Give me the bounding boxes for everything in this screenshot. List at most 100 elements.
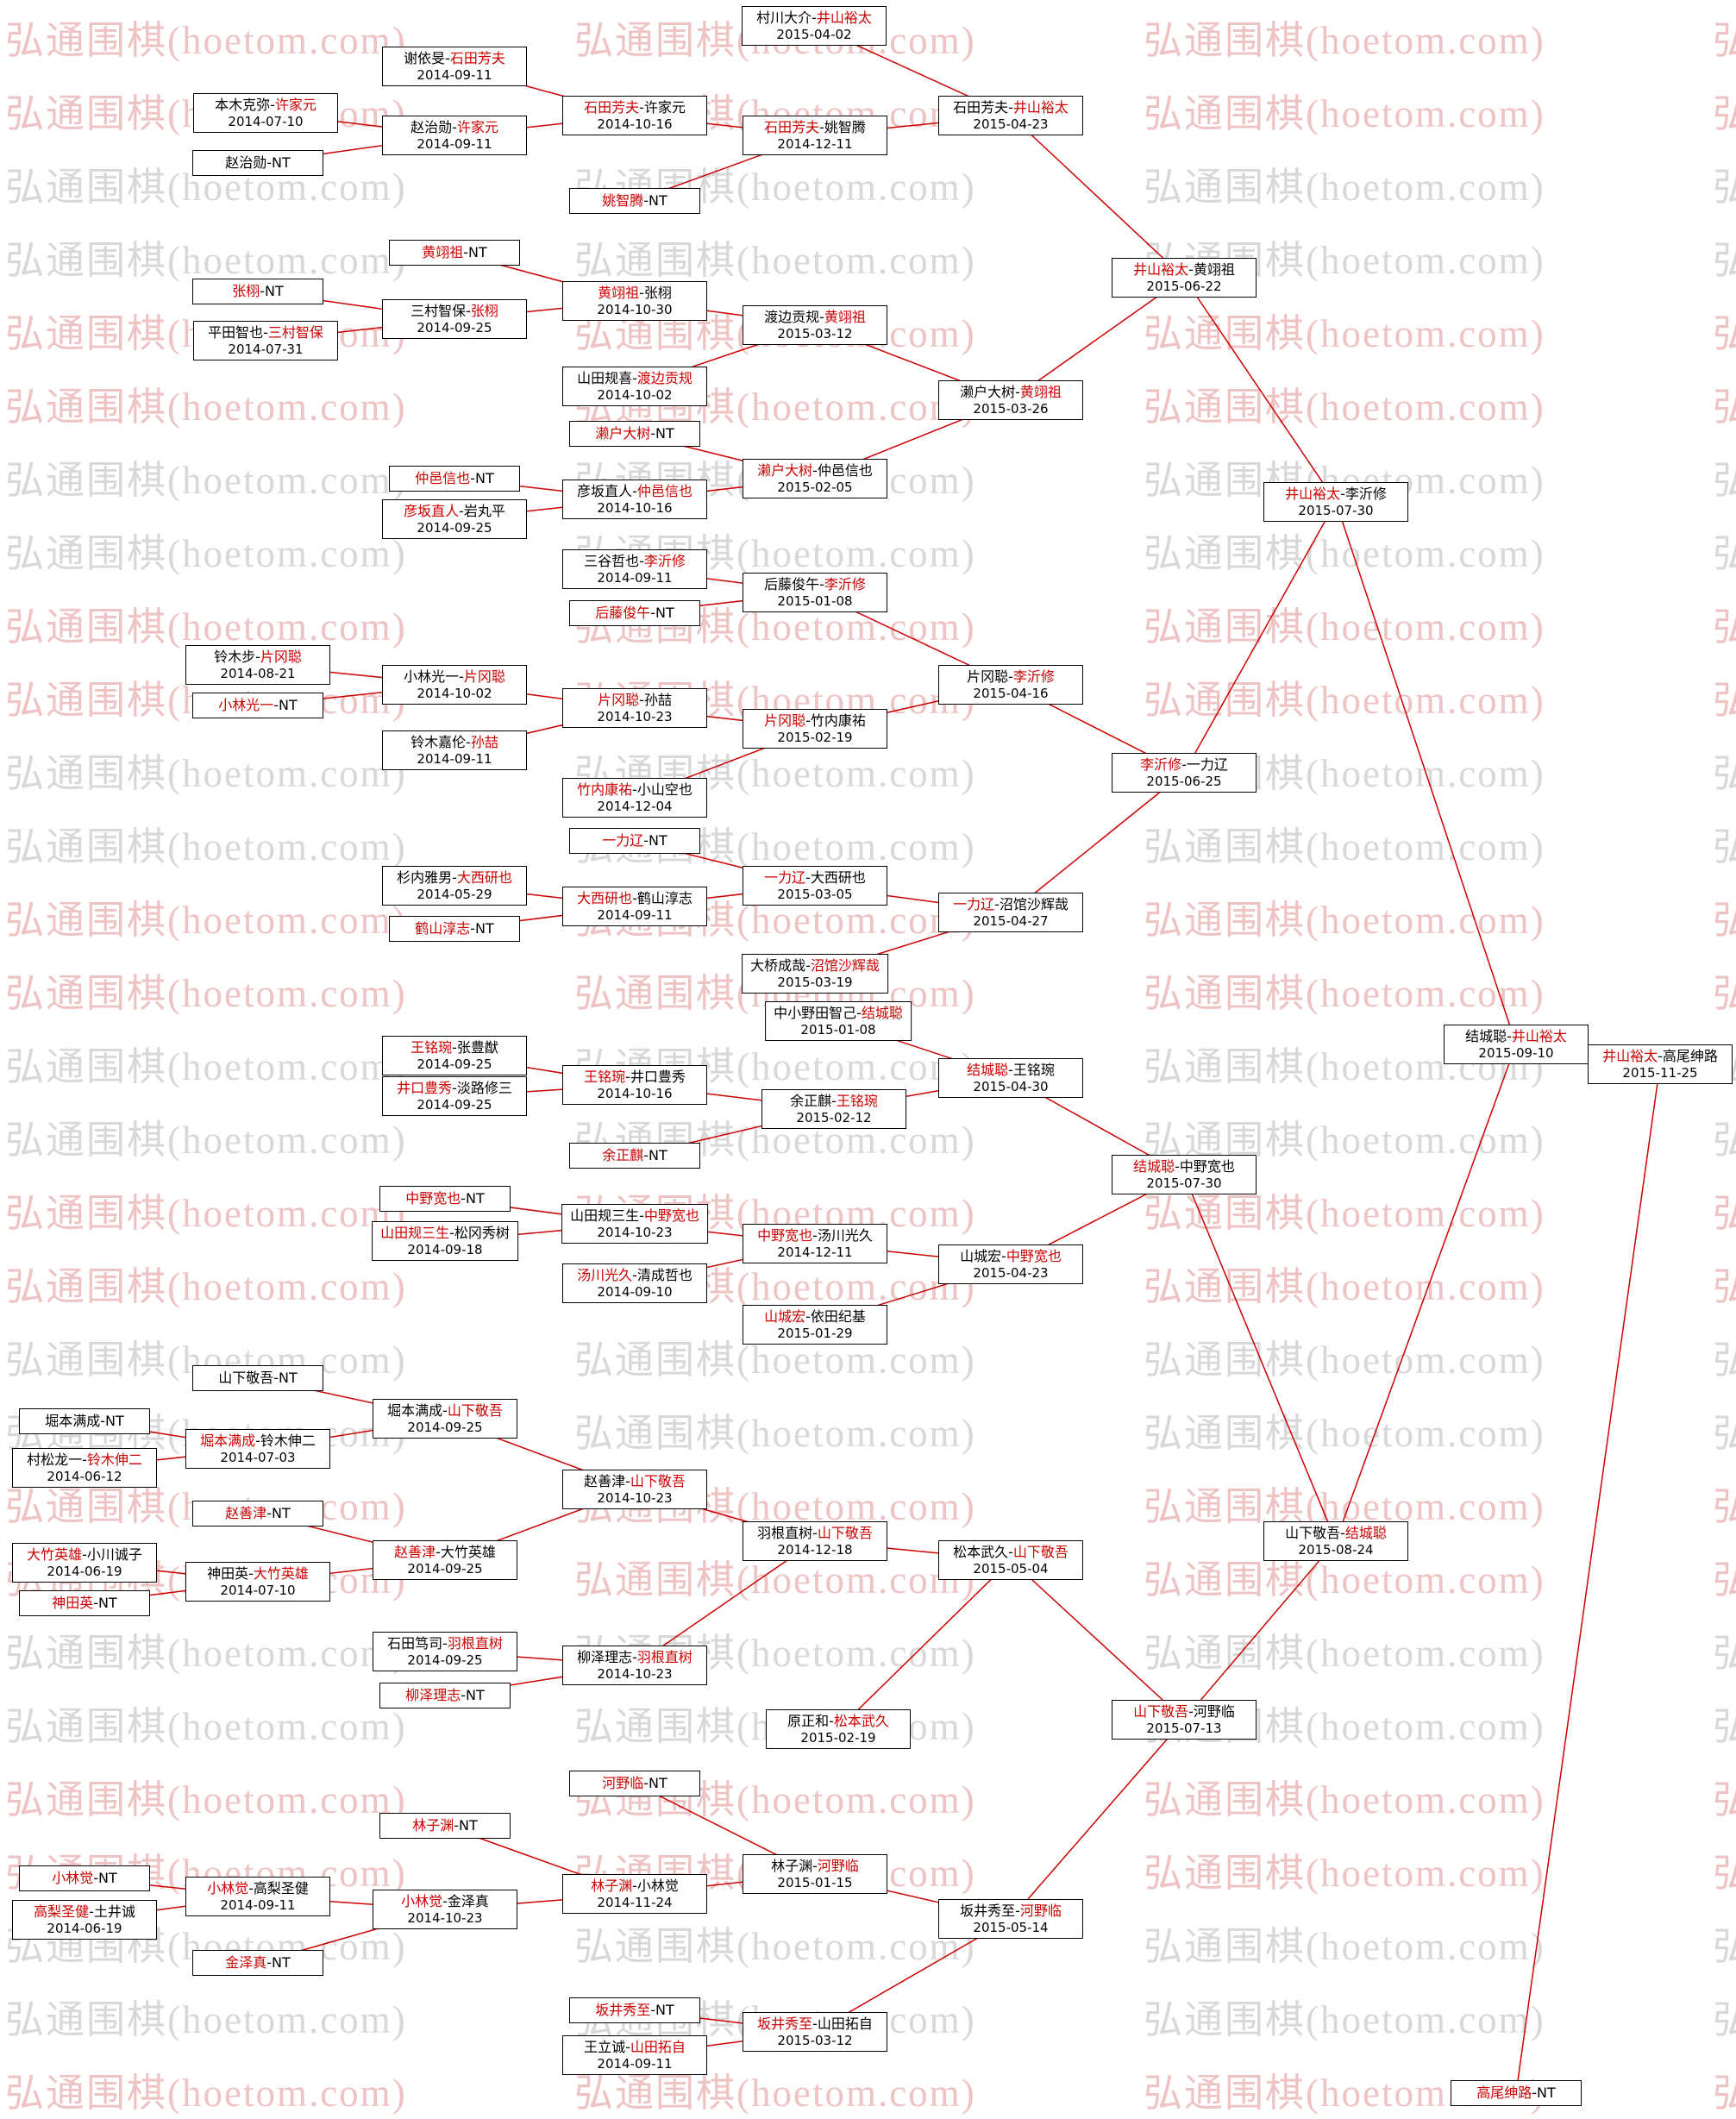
watermark-text: 弘通围棋(hoetom.com) xyxy=(1144,972,1545,1015)
player-name: -小林觉 xyxy=(632,1878,679,1894)
watermark-text: 弘通围棋(hoetom.com) xyxy=(574,1338,976,1382)
match-players-label: 小林光一-NT xyxy=(201,697,315,714)
watermark-text: 弘通围棋(hoetom.com) xyxy=(5,1119,407,1162)
match-date: 2015-03-12 xyxy=(777,2033,853,2048)
winner-name: 片冈聪 xyxy=(260,649,302,665)
watermark-text: 弘通围棋(hoetom.com) xyxy=(1144,92,1545,135)
watermark-text: 弘通围棋(hoetom.com) xyxy=(1713,1632,1736,1675)
player-name: 赵治勋- xyxy=(410,119,457,135)
match-players-label: 村川大介-井山裕太 xyxy=(750,9,878,27)
match-players-label: 三谷哲也-李沂修 xyxy=(571,553,699,570)
match-players-label: 铃木嘉伦-孙喆 xyxy=(391,734,518,751)
match-players-label: 山下敬吾-NT xyxy=(201,1370,315,1387)
bye-box: 中野宽也-NT xyxy=(379,1186,511,1212)
player-name: 大桥成哉- xyxy=(750,957,811,974)
player-name: 山田规三生- xyxy=(570,1207,644,1224)
match-date: 2015-04-27 xyxy=(973,913,1049,929)
watermark-text: 弘通围棋(hoetom.com) xyxy=(1713,1998,1736,2041)
watermark-text: 弘通围棋(hoetom.com) xyxy=(1713,972,1736,1015)
player-name: 山田规喜- xyxy=(577,370,637,386)
watermark-text: 弘通围棋(hoetom.com) xyxy=(1713,166,1736,209)
match-date: 2014-10-23 xyxy=(597,709,673,724)
winner-name: 大竹英雄 xyxy=(27,1546,83,1563)
match-players-label: 小林觉-NT xyxy=(28,1870,141,1887)
match-date: 2014-08-21 xyxy=(220,666,296,681)
match-players-label: 后藤俊午-李沂修 xyxy=(751,576,879,593)
player-name: 赵善津- xyxy=(584,1473,630,1489)
bracket-connector-line xyxy=(1010,1559,1185,1721)
match-date: 2015-01-29 xyxy=(777,1326,853,1341)
match-date: 2014-10-16 xyxy=(597,116,673,132)
player-name: -依田纪基 xyxy=(805,1308,866,1325)
match-date: 2015-04-16 xyxy=(973,686,1049,701)
winner-name: 李沂修 xyxy=(1012,668,1055,685)
player-name: 后藤俊午- xyxy=(764,576,824,592)
match-players-label: 中野宽也-汤川光久 xyxy=(751,1227,879,1244)
player-name: -NT xyxy=(93,1870,117,1886)
match-date: 2014-09-11 xyxy=(597,570,673,586)
match-date: 2014-09-11 xyxy=(220,1897,296,1913)
winner-name: 黄翊祖 xyxy=(422,244,464,260)
player-name: 村松龙一- xyxy=(27,1451,87,1468)
bye-box: 柳泽理志-NT xyxy=(379,1683,511,1708)
winner-name: 沼馆沙辉哉 xyxy=(810,957,880,974)
winner-name: 羽根直树 xyxy=(447,1635,503,1652)
watermark-text: 弘通围棋(hoetom.com) xyxy=(1713,92,1736,135)
winner-name: 一力辽 xyxy=(953,896,995,912)
match-players-label: 堀本满成-NT xyxy=(28,1413,141,1430)
winner-name: 井山裕太 xyxy=(1511,1028,1567,1044)
watermark-text: 弘通围棋(hoetom.com) xyxy=(1713,1338,1736,1382)
bye-box: 仲邑信也-NT xyxy=(389,466,520,492)
match-date: 2015-04-30 xyxy=(973,1079,1049,1094)
match-players-label: 赵治勋-NT xyxy=(201,154,315,172)
winner-name: 金泽真 xyxy=(225,1954,267,1971)
winner-name: 结城聪 xyxy=(967,1062,1009,1078)
match-date: 2014-09-11 xyxy=(597,2056,673,2072)
player-name: -张豊猷 xyxy=(452,1039,498,1056)
watermark-text: 弘通围棋(hoetom.com) xyxy=(1144,19,1545,62)
winner-name: 大西研也 xyxy=(577,890,633,906)
player-name: -河野临 xyxy=(1188,1703,1235,1720)
winner-name: 山下敬吾 xyxy=(1133,1703,1189,1720)
player-name: -大竹英雄 xyxy=(436,1544,496,1560)
bye-box: 一力辽-NT xyxy=(569,828,700,854)
player-name: -金泽真 xyxy=(442,1893,489,1909)
match-date: 2015-03-26 xyxy=(973,401,1049,417)
player-name: -NT xyxy=(643,192,667,209)
match-players-label: 山田规三生-中野宽也 xyxy=(570,1207,699,1225)
match-date: 2015-01-08 xyxy=(777,593,853,609)
bracket-connector-line xyxy=(1010,115,1185,279)
watermark-text: 弘通围棋(hoetom.com) xyxy=(1144,386,1545,429)
match-date: 2014-07-03 xyxy=(220,1450,296,1465)
bracket-connector-line xyxy=(1515,1063,1661,2094)
player-name: -NT xyxy=(273,697,298,713)
winner-name: 仲邑信也 xyxy=(415,470,471,486)
match-players-label: 结城聪-中野宽也 xyxy=(1120,1158,1248,1175)
winner-name: 高尾绅路 xyxy=(1476,2085,1532,2101)
winner-name: 一力辽 xyxy=(764,869,806,886)
match-date: 2014-09-10 xyxy=(597,1284,673,1300)
watermark-text: 弘通围棋(hoetom.com) xyxy=(1144,679,1545,722)
winner-name: 坂井秀至 xyxy=(595,2002,651,2018)
bracket-connector-line xyxy=(1183,1174,1337,1542)
bracket-connector-line xyxy=(837,1559,1012,1730)
watermark-text: 弘通围棋(hoetom.com) xyxy=(5,19,407,62)
match-date: 2014-09-25 xyxy=(407,1420,483,1435)
winner-name: 井山裕太 xyxy=(1285,486,1341,502)
winner-name: 孙喆 xyxy=(470,734,498,750)
match-players-label: 井口豊秀-淡路修三 xyxy=(391,1080,518,1097)
player-name: 片冈聪- xyxy=(967,668,1013,685)
bye-box: 赵善津-NT xyxy=(192,1501,323,1527)
watermark-text: 弘通围棋(hoetom.com) xyxy=(5,532,407,575)
